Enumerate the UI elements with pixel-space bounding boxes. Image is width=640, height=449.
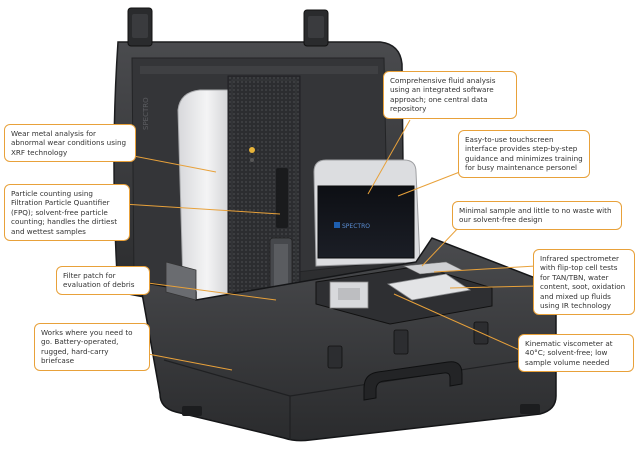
status-light	[249, 147, 255, 153]
callout-particle-counting: Particle counting using Filtration Parti…	[4, 184, 130, 242]
screen-logo: SPECTRO	[342, 223, 370, 230]
callout-minimal-sample: Minimal sample and little to no waste wi…	[452, 201, 622, 230]
callout-filter-patch: Filter patch for evaluation of debris	[56, 266, 150, 295]
leader-lines	[107, 119, 537, 371]
carry-handle	[363, 361, 463, 401]
callout-fluid-analysis: Comprehensive fluid analysis using an in…	[383, 71, 517, 119]
ir-flip-top	[386, 273, 472, 301]
callout-wear-metal: Wear metal analysis for abnormal wear co…	[4, 124, 136, 163]
lid-logo: SPECTRO	[142, 97, 150, 130]
touchscreen-display	[317, 185, 415, 259]
callout-viscometer: Kinematic viscometer at 40°C; solvent-fr…	[518, 334, 634, 373]
touchscreen-tablet: SPECTRO	[313, 159, 421, 267]
spectro-logo-icon	[334, 222, 340, 228]
front-latch	[327, 345, 343, 369]
ir-viscometer-module	[315, 261, 493, 325]
callout-touchscreen: Easy-to-use touchscreen interface provid…	[458, 130, 590, 178]
callout-works-anywhere: Works where you need to go. Battery-oper…	[34, 323, 150, 371]
callout-infrared: Infrared spectrometer with flip-top cell…	[533, 249, 635, 316]
